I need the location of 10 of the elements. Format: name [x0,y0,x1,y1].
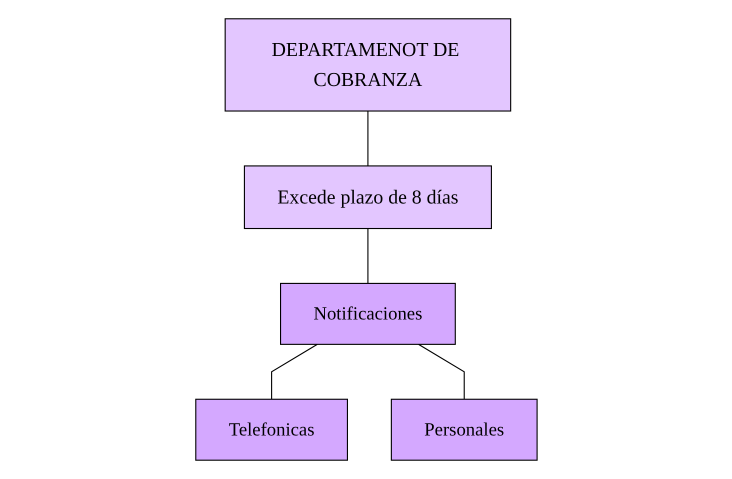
node-box [280,282,456,345]
connector [418,344,464,400]
connector [366,111,368,166]
node-box [390,398,538,461]
flowchart: DEPARTAMENOT DE COBRANZA Excede plazo de 8 días Notificaciones Telefonicas Personales [186,10,546,469]
node-box [243,165,492,230]
connector [366,228,368,284]
node-box [194,398,348,461]
node-box [224,18,511,112]
connector [270,344,318,400]
